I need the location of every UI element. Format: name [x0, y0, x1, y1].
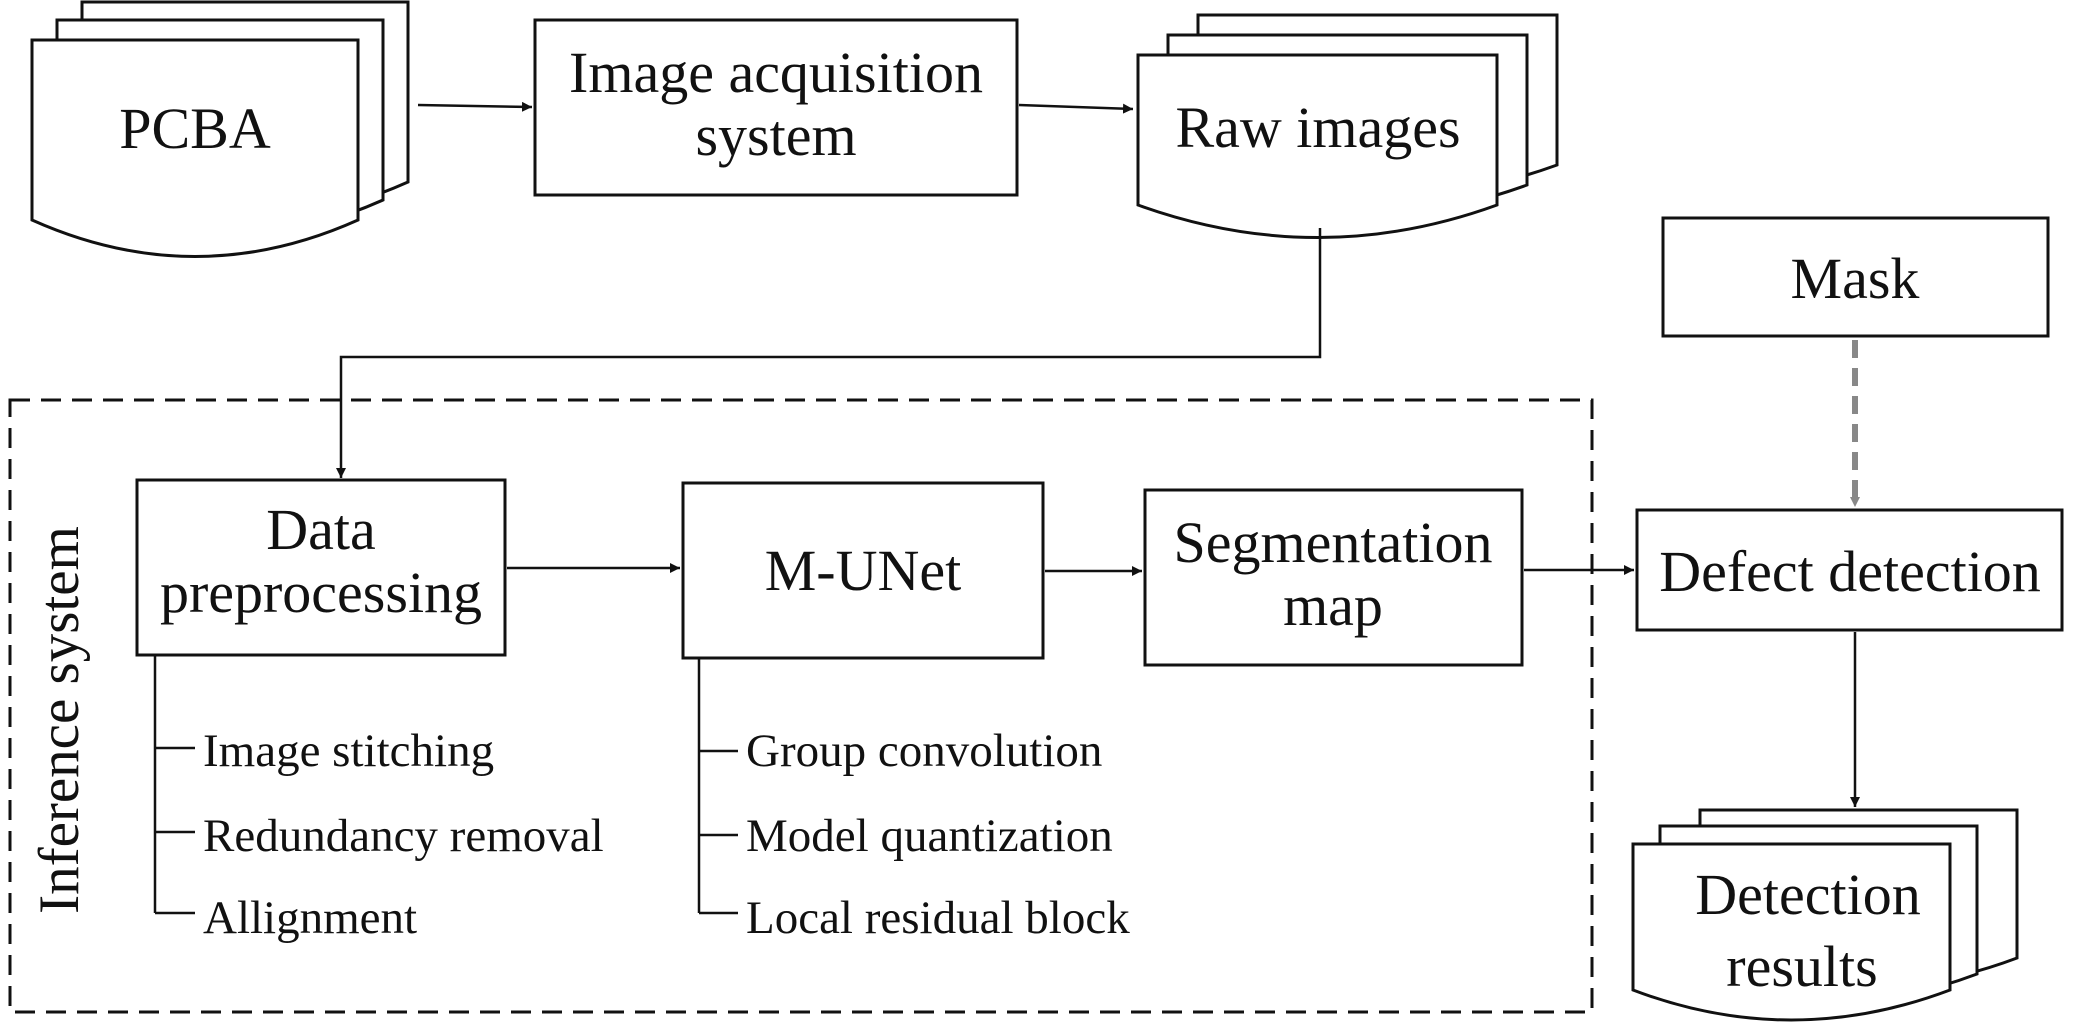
step-image-stitching: Image stitching [203, 725, 494, 777]
feature-local-residual-block: Local residual block [746, 892, 1130, 944]
m-unet-label: M-UNet [765, 538, 962, 603]
mask-label: Mask [1791, 246, 1920, 311]
preprocessing-steps-tree: Image stitching Redundancy removal Allig… [153, 655, 604, 944]
defect-detection-label: Defect detection [1659, 539, 2041, 604]
raw-images-label: Raw images [1175, 95, 1460, 160]
segmentation-map-line2: map [1283, 573, 1383, 638]
feature-model-quantization: Model quantization [746, 810, 1113, 862]
m-unet-node: M-UNet [681, 481, 1045, 660]
arrow-raw-to-preprocessing [336, 228, 1322, 478]
detection-results-line2: results [1726, 934, 1877, 999]
image-acquisition-line1: Image acquisition [569, 40, 983, 105]
image-acquisition-line2: system [695, 103, 856, 168]
detection-results-line1: Detection [1695, 862, 1920, 927]
step-allignment: Allignment [203, 892, 417, 944]
image-acquisition-node: Image acquisition system [533, 18, 1019, 197]
mask-node: Mask [1661, 216, 2050, 338]
segmentation-map-line1: Segmentation [1174, 510, 1493, 575]
feature-group-convolution: Group convolution [746, 725, 1102, 777]
pcba-label: PCBA [119, 96, 271, 161]
inference-system-label: Inference system [28, 526, 91, 914]
inference-system-group [8, 398, 1594, 1014]
data-preprocessing-node: Data preprocessing [135, 478, 507, 657]
defect-detection-node: Defect detection [1635, 508, 2064, 632]
pcba-node: PCBA [30, 0, 410, 258]
step-redundancy-removal: Redundancy removal [203, 810, 604, 862]
arrow-acquisition-to-raw [1018, 103, 1134, 114]
arrow-pcba-to-acquisition [417, 101, 533, 112]
data-preprocessing-line1: Data [266, 497, 376, 562]
segmentation-map-node: Segmentation map [1143, 488, 1524, 667]
raw-images-node: Raw images [1136, 13, 1559, 239]
munet-features-tree: Group convolution Model quantization Loc… [697, 658, 1130, 944]
data-preprocessing-line2: preprocessing [160, 560, 482, 625]
detection-results-node: Detection results [1631, 808, 2019, 1022]
